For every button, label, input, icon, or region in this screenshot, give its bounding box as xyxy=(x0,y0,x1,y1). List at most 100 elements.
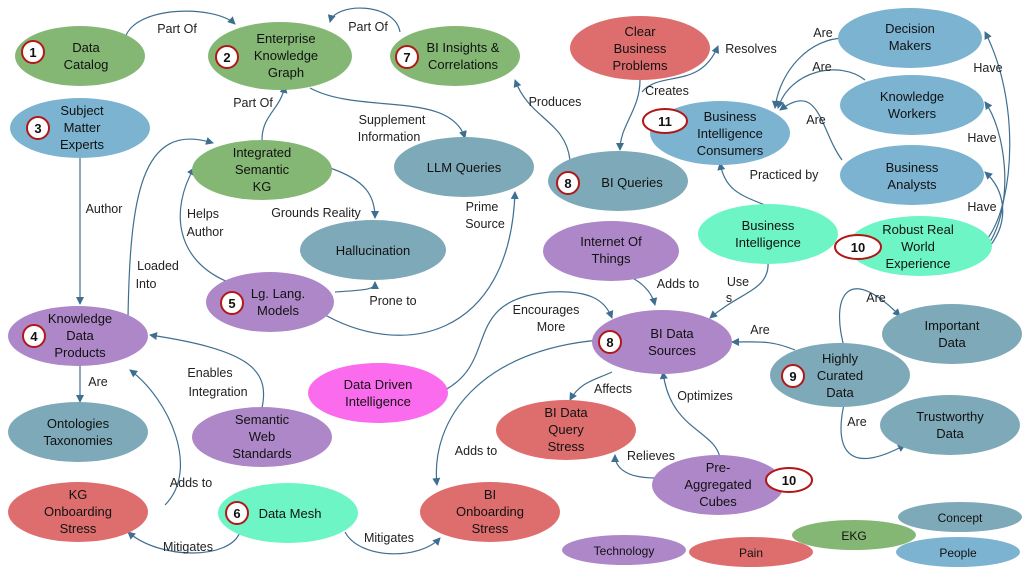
legend-ekg: EKG xyxy=(792,520,916,550)
legend-technology-label: Technology xyxy=(594,544,655,558)
edge-prime-source xyxy=(319,191,519,336)
badge-number: 10 xyxy=(851,240,865,255)
badge xyxy=(26,116,50,140)
node-label-line: Things xyxy=(591,251,631,266)
node-data-mesh[interactable]: Data Mesh 6 xyxy=(218,483,358,543)
node-label-line: Business xyxy=(886,160,939,175)
edge-label-prone-to: Prone to xyxy=(369,294,416,308)
node-label-line: Experts xyxy=(60,137,105,152)
node-label-line: Enterprise xyxy=(256,31,315,46)
node-llm-queries[interactable]: LLM Queries xyxy=(394,137,534,197)
edge-resolves xyxy=(641,45,720,93)
edge-label-helps-author-2: Author xyxy=(187,225,224,239)
node-label-line: Hallucination xyxy=(336,243,410,258)
edge-label-encourages-1: Encourages xyxy=(513,303,580,317)
edge-label-uses-2: s xyxy=(726,291,732,305)
edge-are-analysts xyxy=(779,100,843,161)
node-label-line: Stress xyxy=(548,439,585,454)
node-label-line: Web xyxy=(249,429,276,444)
node-label-line: Makers xyxy=(889,38,932,53)
edge-grounds-reality xyxy=(329,167,379,219)
badge xyxy=(598,330,622,354)
edge-part-of-integrated xyxy=(261,85,288,141)
node-label-line: Cubes xyxy=(699,494,737,509)
edge-are-trustworthy xyxy=(840,399,906,459)
edge-label-mitigates-1: Mitigates xyxy=(163,540,213,554)
node-label-line: BI xyxy=(484,487,496,502)
node-label-line: Stress xyxy=(472,521,509,536)
node-label-line: Onboarding xyxy=(44,504,112,519)
node-label-line: Integrated xyxy=(233,145,292,160)
badge-number: 1 xyxy=(29,45,36,60)
badge xyxy=(225,501,249,525)
node-label-line: Taxonomies xyxy=(43,433,113,448)
node-large-language-models[interactable]: Lg. Lang.Models 5 xyxy=(206,272,334,332)
edge-relieves xyxy=(611,454,656,479)
node-label-line: Curated xyxy=(817,368,863,383)
legend-people-label: People xyxy=(939,546,977,560)
edge-label-are-trustworthy: Are xyxy=(847,415,867,429)
edge-label-affects: Affects xyxy=(594,382,632,396)
badge-number: 10 xyxy=(782,473,796,488)
node-bi-queries[interactable]: BI Queries 8 xyxy=(548,151,688,211)
edge-enables-integration xyxy=(149,332,265,409)
edge-label-adds-to-iot: Adds to xyxy=(657,277,699,291)
badge xyxy=(22,324,46,348)
edge-are-important xyxy=(838,288,901,351)
node-label-line: Important xyxy=(925,318,980,333)
node-label-line: Subject xyxy=(60,103,104,118)
edge-have-decision xyxy=(984,31,1011,239)
node-label-line: Trustworthy xyxy=(916,409,984,424)
edge-label-encourages-2: More xyxy=(537,320,566,334)
badge-number: 2 xyxy=(223,50,230,65)
badge xyxy=(781,364,805,388)
badge-number: 9 xyxy=(789,369,796,384)
edge-have-knowledge xyxy=(984,101,1006,243)
edge-label-are-1: Are xyxy=(813,26,833,40)
edge-label-relieves: Relieves xyxy=(627,449,675,463)
legend-pain-label: Pain xyxy=(739,546,763,560)
badge-number: 8 xyxy=(606,335,613,350)
node-hallucination[interactable]: Hallucination xyxy=(300,220,446,280)
edges xyxy=(76,7,1011,555)
badge-number: 5 xyxy=(228,296,235,311)
node-bi-insights[interactable]: BI Insights &Correlations 7 xyxy=(390,26,520,86)
edge-mitigates-bi xyxy=(344,531,441,555)
edge-have-analysts xyxy=(984,171,1004,247)
node-label-line: Semantic xyxy=(235,162,290,177)
edge-mitigates-kg xyxy=(127,531,241,554)
badge xyxy=(395,45,419,69)
node-label-line: Clear xyxy=(624,24,656,39)
